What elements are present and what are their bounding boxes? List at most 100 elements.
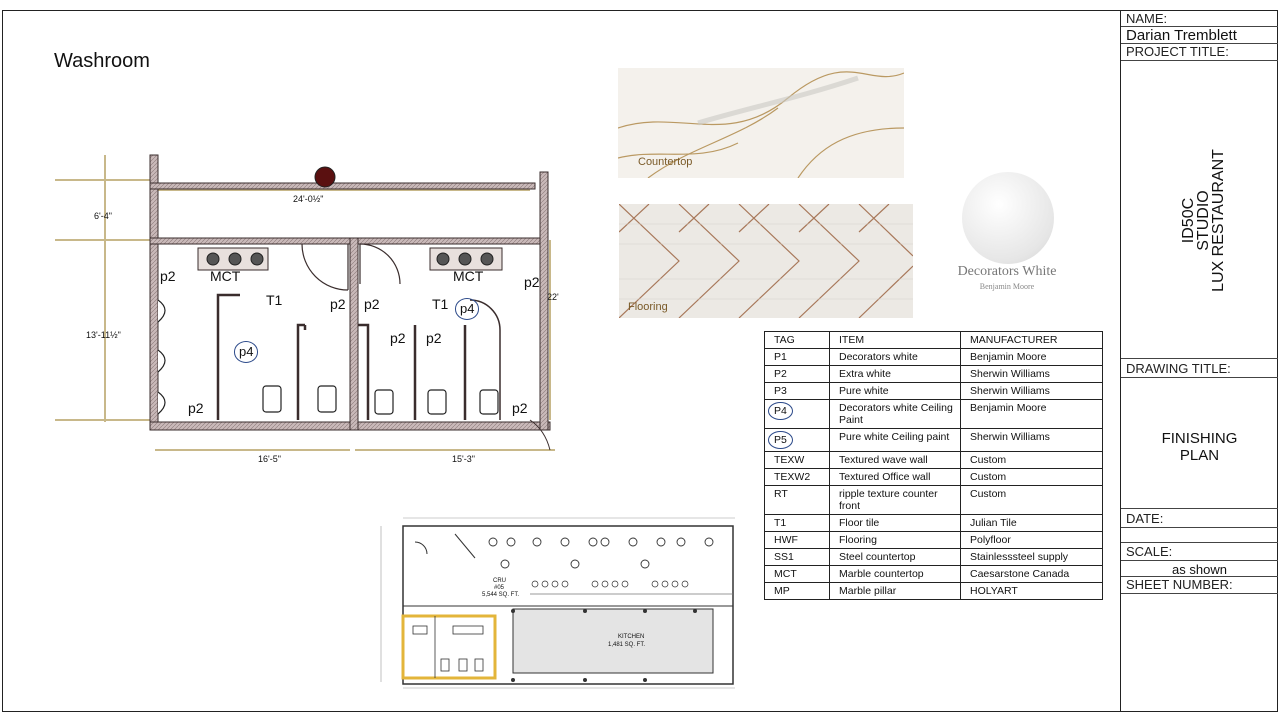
schedule-tag: HWF (774, 534, 798, 546)
paint-swatch-circle (962, 172, 1054, 264)
drawing-title-line-1: FINISHING (1161, 430, 1238, 447)
schedule-tag: P3 (774, 385, 787, 397)
schedule-tag-circled: P4 (768, 402, 793, 420)
schedule-tag-cell: TEXW2 (764, 468, 830, 486)
label-p2-d: p2 (524, 274, 540, 290)
flooring-herringbone-swatch (619, 204, 913, 318)
dimension-left-small: 6'-4" (94, 211, 112, 221)
schedule-tag: P2 (774, 368, 787, 380)
label-p2-g: p2 (188, 400, 204, 416)
schedule-item-cell: Textured Office wall (829, 468, 961, 486)
countertop-label: Countertop (638, 156, 693, 168)
washroom-floor-plan (55, 154, 555, 451)
sink-bowls (206, 252, 494, 266)
schedule-manufacturer-cell: HOLYART (960, 582, 1103, 600)
dimension-right: 22' (547, 292, 559, 302)
schedule-tag: RT (774, 488, 788, 500)
schedule-item-cell: Steel countertop (829, 548, 961, 566)
schedule-tag-cell: SS1 (764, 548, 830, 566)
label-mct-left: MCT (210, 268, 241, 284)
schedule-manufacturer-cell: Custom (960, 451, 1103, 469)
schedule-tag-cell: P2 (764, 365, 830, 383)
schedule-item-cell: Pure white (829, 382, 961, 400)
dining-tables (488, 537, 714, 569)
schedule-manufacturer-cell: Sherwin Williams (960, 382, 1103, 400)
project-line-3: LUX RESTAURANT (1209, 148, 1227, 292)
outer-walls (149, 154, 551, 431)
label-p4-circled-right: p4 (455, 298, 480, 320)
schedule-tag-cell: T1 (764, 514, 830, 532)
schedule-tag: SS1 (774, 551, 794, 563)
header-manufacturer: MANUFACTURER (960, 331, 1103, 349)
label-p2-h: p2 (512, 400, 528, 416)
schedule-manufacturer-cell: Benjamin Moore (960, 348, 1103, 366)
key-plan-kitchen-label: KITCHEN (618, 634, 645, 640)
schedule-tag-circled: P5 (768, 431, 793, 449)
schedule-manufacturer-cell: Polyfloor (960, 531, 1103, 549)
schedule-manufacturer-cell: Stainlesssteel supply (960, 548, 1103, 566)
schedule-tag-cell: P5 (764, 428, 830, 452)
drawing-title-label: DRAWING TITLE: (1126, 361, 1231, 376)
schedule-tag: MCT (774, 568, 797, 580)
page-title: Washroom (54, 50, 150, 72)
project-line-2: STUDIO (1194, 189, 1212, 251)
schedule-manufacturer-cell: Caesarstone Canada (960, 565, 1103, 583)
schedule-item-cell: Decorators white (829, 348, 961, 366)
drawing-title-line-2: PLAN (1179, 447, 1220, 464)
schedule-item-cell: Marble pillar (829, 582, 961, 600)
key-plan-kitchen-area: 1,481 SQ. FT. (608, 642, 646, 648)
drawing-sheet-border (2, 10, 1278, 712)
schedule-tag-cell: HWF (764, 531, 830, 549)
schedule-manufacturer-cell: Benjamin Moore (960, 399, 1103, 429)
schedule-manufacturer-cell: Sherwin Williams (960, 365, 1103, 383)
key-plan-cru-number: #05 (494, 585, 505, 591)
key-plan (380, 517, 735, 689)
key-plan-cru-area: 5,544 SQ. FT. (482, 592, 520, 598)
urinals (157, 299, 166, 415)
schedule-item-cell: Pure white Ceiling paint (829, 428, 961, 452)
label-p2-e: p2 (390, 330, 406, 346)
schedule-item-cell: Floor tile (829, 514, 961, 532)
dimension-left-large: 13'-11½" (86, 330, 121, 340)
label-t1-left: T1 (266, 292, 283, 308)
door-swings (301, 243, 401, 291)
schedule-item-cell: Marble countertop (829, 565, 961, 583)
schedule-tag-cell: TEXW (764, 451, 830, 469)
column (314, 166, 336, 188)
schedule-tag-cell: P3 (764, 382, 830, 400)
name-value: Darian Tremblett (1126, 27, 1237, 44)
flooring-label: Flooring (628, 301, 668, 313)
sheet-number-label: SHEET NUMBER: (1126, 577, 1233, 592)
label-p2-a: p2 (160, 268, 176, 284)
schedule-tag: TEXW2 (774, 471, 811, 483)
title-block: NAME: Darian Tremblett PROJECT TITLE: ID… (1120, 10, 1278, 712)
key-plan-cru-label: CRU (493, 578, 506, 584)
schedule-tag-cell: MCT (764, 565, 830, 583)
paint-name: Decorators White (957, 264, 1057, 279)
name-label: NAME: (1126, 11, 1168, 26)
label-p2-f: p2 (426, 330, 442, 346)
label-mct-right: MCT (453, 268, 484, 284)
schedule-manufacturer-cell: Julian Tile (960, 514, 1103, 532)
schedule-header-row: TAG ITEM MANUFACTURER (764, 331, 1103, 349)
kitchen-area (512, 608, 714, 674)
label-t1-right: T1 (432, 296, 449, 312)
label-p2-b: p2 (330, 296, 346, 312)
label-p2-c: p2 (364, 296, 380, 312)
project-line-1: ID50C (1179, 197, 1197, 243)
schedule-item-cell: ripple texture counter front (829, 485, 961, 515)
dimension-bottom-left: 16'-5" (258, 454, 281, 464)
scale-label: SCALE: (1126, 544, 1173, 559)
scale-value: as shown (1172, 562, 1227, 577)
schedule-manufacturer-cell: Custom (960, 485, 1103, 515)
